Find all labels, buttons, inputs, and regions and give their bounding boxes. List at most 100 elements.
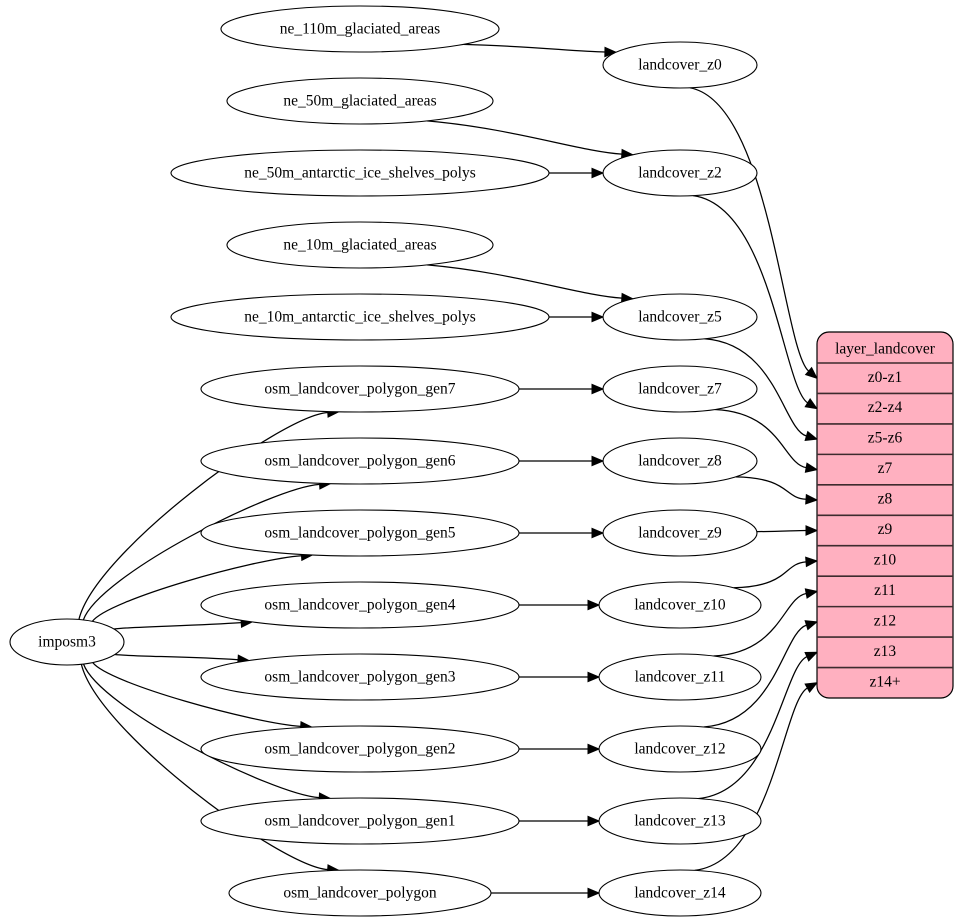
node-osm_landcover_polygon_gen6[interactable]: osm_landcover_polygon_gen6 <box>200 437 520 485</box>
node-ne_50m_glaciated_areas[interactable]: ne_50m_glaciated_areas <box>226 77 494 125</box>
edge-imposm3-to-osm_landcover_polygon_gen6 <box>82 483 320 621</box>
table-row-z8[interactable]: z8 <box>878 491 893 508</box>
node-label-ne_110m_glaciated_areas: ne_110m_glaciated_areas <box>280 21 440 38</box>
node-shape-ne_50m_antarctic_ice_shelves_polys <box>170 149 550 197</box>
node-label-osm_landcover_polygon_gen3: osm_landcover_polygon_gen3 <box>264 669 455 686</box>
node-shape-ne_50m_glaciated_areas <box>226 77 494 125</box>
table-row-z5-z6[interactable]: z5-z6 <box>868 430 903 447</box>
node-ne_10m_antarctic_ice_shelves_polys[interactable]: ne_10m_antarctic_ice_shelves_polys <box>170 293 550 341</box>
node-landcover_z9[interactable]: landcover_z9 <box>602 509 758 557</box>
node-shape-landcover_z12 <box>598 725 762 773</box>
node-shape-osm_landcover_polygon_gen1 <box>200 797 520 845</box>
edge-imposm3-to-osm_landcover_polygon <box>80 664 328 871</box>
node-osm_landcover_polygon_gen4[interactable]: osm_landcover_polygon_gen4 <box>200 581 520 629</box>
node-label-osm_landcover_polygon_gen2: osm_landcover_polygon_gen2 <box>264 741 455 758</box>
table-row-z9[interactable]: z9 <box>878 521 893 538</box>
node-label-landcover_z7: landcover_z7 <box>638 381 722 398</box>
node-shape-osm_landcover_polygon_gen3 <box>200 653 520 701</box>
edge-arrowhead <box>804 682 819 694</box>
node-landcover_z2[interactable]: landcover_z2 <box>602 149 758 197</box>
table-row-z0-z1[interactable]: z0-z1 <box>868 369 902 386</box>
edge-imposm3-to-osm_landcover_polygon_gen5 <box>91 555 302 622</box>
node-landcover_z10[interactable]: landcover_z10 <box>598 581 762 629</box>
node-osm_landcover_polygon_gen1[interactable]: osm_landcover_polygon_gen1 <box>200 797 520 845</box>
edge-ne_50m_glaciated_areas-to-landcover_z2 <box>426 120 622 155</box>
node-label-osm_landcover_polygon_gen5: osm_landcover_polygon_gen5 <box>264 525 455 542</box>
node-layer: imposm3 ne_110m_glaciated_areas ne_50m_gla… <box>9 5 762 917</box>
edge-arrowhead <box>804 366 818 380</box>
layer-landcover-node[interactable]: layer_landcoverz0-z1z2-z4z5-z6z7z8z9z10z… <box>816 331 954 699</box>
node-shape-osm_landcover_polygon <box>228 869 492 917</box>
node-osm_landcover_polygon_gen7[interactable]: osm_landcover_polygon_gen7 <box>200 365 520 413</box>
node-label-osm_landcover_polygon_gen1: osm_landcover_polygon_gen1 <box>264 813 455 830</box>
node-shape-ne_10m_glaciated_areas <box>226 221 494 269</box>
edge-arrowhead <box>804 398 819 410</box>
layer-landcover-table: layer_landcoverz0-z1z2-z4z5-z6z7z8z9z10z… <box>816 331 954 699</box>
table-row-z10[interactable]: z10 <box>874 552 897 569</box>
table-row-z2-z4[interactable]: z2-z4 <box>868 399 903 416</box>
edge-landcover_z8-to-layer_landcover-z8 <box>735 476 807 500</box>
node-landcover_z11[interactable]: landcover_z11 <box>598 653 762 701</box>
edge-arrowhead <box>591 311 605 323</box>
edge-arrowhead <box>591 455 605 467</box>
node-osm_landcover_polygon_gen2[interactable]: osm_landcover_polygon_gen2 <box>200 725 520 773</box>
node-shape-osm_landcover_polygon_gen6 <box>200 437 520 485</box>
node-shape-osm_landcover_polygon_gen2 <box>200 725 520 773</box>
node-shape-landcover_z13 <box>598 797 762 845</box>
table-row-z13[interactable]: z13 <box>874 643 897 660</box>
edge-landcover_z13-to-layer_landcover-z13 <box>698 656 808 800</box>
node-osm_landcover_polygon_gen3[interactable]: osm_landcover_polygon_gen3 <box>200 653 520 701</box>
edge-arrowhead <box>591 167 605 179</box>
node-landcover_z5[interactable]: landcover_z5 <box>602 293 758 341</box>
node-label-landcover_z11: landcover_z11 <box>635 669 726 686</box>
node-label-landcover_z8: landcover_z8 <box>638 453 722 470</box>
edge-landcover_z0-to-layer_landcover-z0-z1 <box>689 87 810 372</box>
edge-landcover_z14-to-layer_landcover-z14- <box>694 687 808 872</box>
node-label-osm_landcover_polygon_gen4: osm_landcover_polygon_gen4 <box>264 597 455 614</box>
node-shape-landcover_z7 <box>602 365 758 413</box>
node-shape-landcover_z8 <box>602 437 758 485</box>
node-shape-landcover_z9 <box>602 509 758 557</box>
node-landcover_z0[interactable]: landcover_z0 <box>602 41 758 89</box>
node-landcover_z14[interactable]: landcover_z14 <box>598 869 762 917</box>
table-row-z7[interactable]: z7 <box>878 460 893 477</box>
edge-landcover_z11-to-layer_landcover-z11 <box>713 592 807 657</box>
node-shape-imposm3 <box>9 618 125 666</box>
node-label-landcover_z12: landcover_z12 <box>634 741 725 758</box>
edge-arrowhead <box>804 651 819 662</box>
edge-arrowhead <box>591 383 605 395</box>
node-label-imposm3: imposm3 <box>38 634 96 651</box>
node-osm_landcover_polygon_gen5[interactable]: osm_landcover_polygon_gen5 <box>200 509 520 557</box>
node-shape-osm_landcover_polygon_gen5 <box>200 509 520 557</box>
edge-landcover_z12-to-layer_landcover-z12 <box>703 624 807 728</box>
edge-arrowhead <box>805 556 819 568</box>
edge-landcover_z2-to-layer_landcover-z2-z4 <box>693 195 809 404</box>
node-label-ne_10m_glaciated_areas: ne_10m_glaciated_areas <box>283 237 436 254</box>
node-landcover_z12[interactable]: landcover_z12 <box>598 725 762 773</box>
node-label-landcover_z10: landcover_z10 <box>634 597 725 614</box>
node-label-landcover_z5: landcover_z5 <box>638 309 722 326</box>
node-label-ne_50m_antarctic_ice_shelves_polys: ne_50m_antarctic_ice_shelves_polys <box>244 165 476 182</box>
node-landcover_z8[interactable]: landcover_z8 <box>602 437 758 485</box>
node-label-osm_landcover_polygon: osm_landcover_polygon <box>283 885 437 902</box>
table-row-z11[interactable]: z11 <box>874 582 896 599</box>
node-label-ne_50m_glaciated_areas: ne_50m_glaciated_areas <box>283 93 436 110</box>
node-shape-landcover_z5 <box>602 293 758 341</box>
edge-arrowhead <box>587 743 601 755</box>
node-imposm3[interactable]: imposm3 <box>9 618 125 666</box>
node-landcover_z13[interactable]: landcover_z13 <box>598 797 762 845</box>
node-landcover_z7[interactable]: landcover_z7 <box>602 365 758 413</box>
node-shape-ne_10m_antarctic_ice_shelves_polys <box>170 293 550 341</box>
edge-imposm3-to-osm_landcover_polygon_gen4 <box>113 622 242 630</box>
node-label-ne_10m_antarctic_ice_shelves_polys: ne_10m_antarctic_ice_shelves_polys <box>244 309 476 326</box>
node-ne_10m_glaciated_areas[interactable]: ne_10m_glaciated_areas <box>226 221 494 269</box>
edge-landcover_z7-to-layer_landcover-z7 <box>714 408 807 469</box>
edge-arrowhead <box>805 493 819 505</box>
node-osm_landcover_polygon[interactable]: osm_landcover_polygon <box>228 869 492 917</box>
node-ne_110m_glaciated_areas[interactable]: ne_110m_glaciated_areas <box>220 5 500 53</box>
table-row-z12[interactable]: z12 <box>874 612 896 629</box>
edge-imposm3-to-osm_landcover_polygon_gen1 <box>82 663 320 799</box>
node-ne_50m_antarctic_ice_shelves_polys[interactable]: ne_50m_antarctic_ice_shelves_polys <box>170 149 550 197</box>
table-row-z14+[interactable]: z14+ <box>869 673 900 690</box>
